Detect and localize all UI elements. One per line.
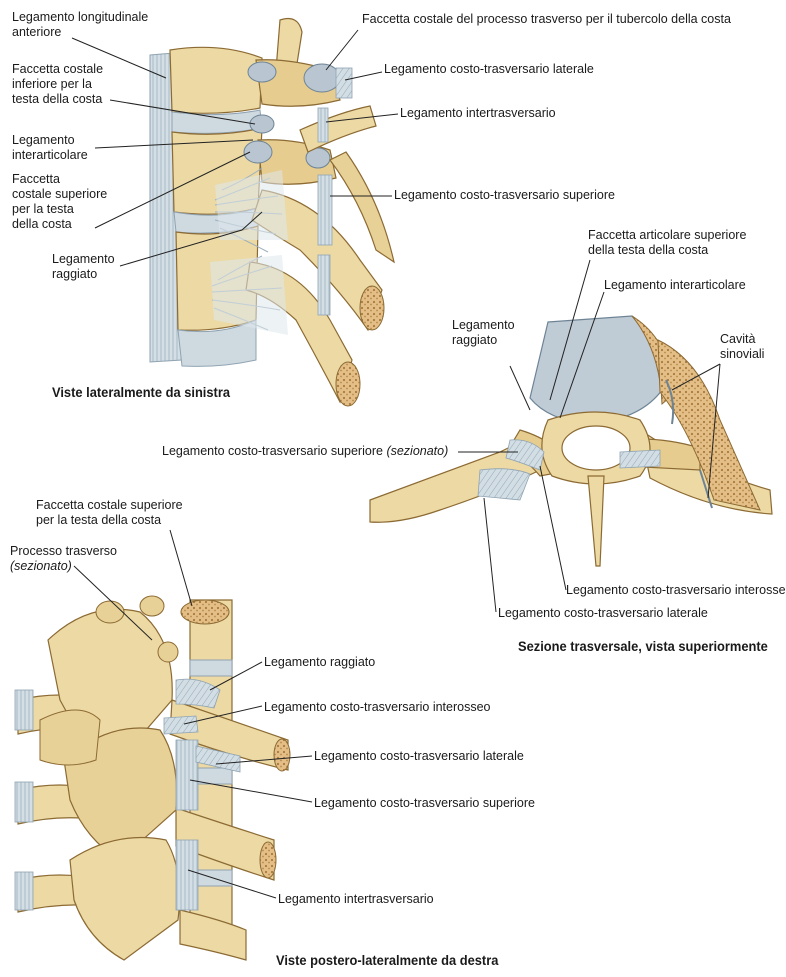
label-superior-costal-facet: Faccetta costale superiore per la testa … [12, 172, 108, 231]
label-lateral-costotransverse-ligament-section: Legamento costo-trasversario laterale [498, 606, 708, 620]
label-intra-articular-ligament: Legamento interarticolare [12, 133, 88, 162]
costal-facet-superior [243, 140, 273, 164]
costal-facet-superior-pl [180, 599, 230, 625]
label-superior-costotransverse-ligament-cut: Legamento costo-trasversario superiore (… [162, 444, 449, 458]
label-synovial-cavities: Cavità sinoviali [720, 332, 765, 361]
label-intertransverse-ligament: Legamento intertrasversario [400, 106, 556, 120]
leader-lines [71, 29, 721, 899]
rib-upper [299, 105, 377, 153]
vertebral-body-section [529, 315, 663, 425]
label-superior-articular-facet: Faccetta articolare superiore della test… [588, 228, 747, 257]
spinous-process [587, 475, 605, 567]
lateral-view-art [149, 17, 395, 407]
label-radiate-ligament-section: Legamento raggiato [452, 318, 515, 347]
label-lateral-costotransverse-ligament: Legamento costo-trasversario laterale [384, 62, 594, 76]
posterolateral-view-art [14, 595, 291, 961]
transverse-section-art [369, 315, 773, 567]
label-lateral-costotransverse-ligament-pl: Legamento costo-trasversario laterale [314, 749, 524, 763]
rib-right-2 [175, 807, 275, 881]
costal-facet-inferior [249, 114, 275, 134]
label-transverse-process-cut: Processo trasverso (sezionato) [10, 544, 117, 573]
vertebral-body-upper [169, 46, 263, 114]
label-costotransverse-ligament-pl: Legamento costo-trasversario interosseo [264, 700, 491, 714]
caption-posterolateral-view: Viste postero-lateralmente da destra [276, 952, 499, 968]
label-anterior-longitudinal-ligament: Legamento longitudinale anteriore [12, 10, 149, 39]
vertebral-foramen [561, 425, 631, 471]
caption-lateral-view: Viste lateralmente da sinistra [52, 384, 231, 400]
label-radiate-ligament-pl: Legamento raggiato [264, 655, 376, 669]
rib-right-1 [169, 699, 289, 771]
label-transverse-costal-facet: Faccetta costale del processo trasverso … [362, 12, 731, 26]
label-superior-costal-facet-pl: Faccetta costale superiore per la testa … [36, 498, 183, 527]
caption-transverse-section: Sezione trasversale, vista superiormente [518, 638, 768, 654]
label-inferior-costal-facet: Faccetta costale inferiore per la testa … [12, 62, 104, 106]
label-superior-costotransverse-ligament: Legamento costo-trasversario superiore [394, 188, 615, 202]
costal-facet-transverse [303, 63, 341, 93]
label-intra-articular-ligament-section: Legamento interarticolare [604, 278, 746, 292]
label-superior-costotransverse-ligament-pl: Legamento costo-trasversario superiore [314, 796, 535, 810]
label-radiate-ligament: Legamento raggiato [52, 252, 115, 281]
label-intertransverse-ligament-pl: Legamento intertrasversario [278, 892, 434, 906]
label-costotransverse-ligament-section: Legamento costo-trasversario interosseo [566, 583, 786, 597]
